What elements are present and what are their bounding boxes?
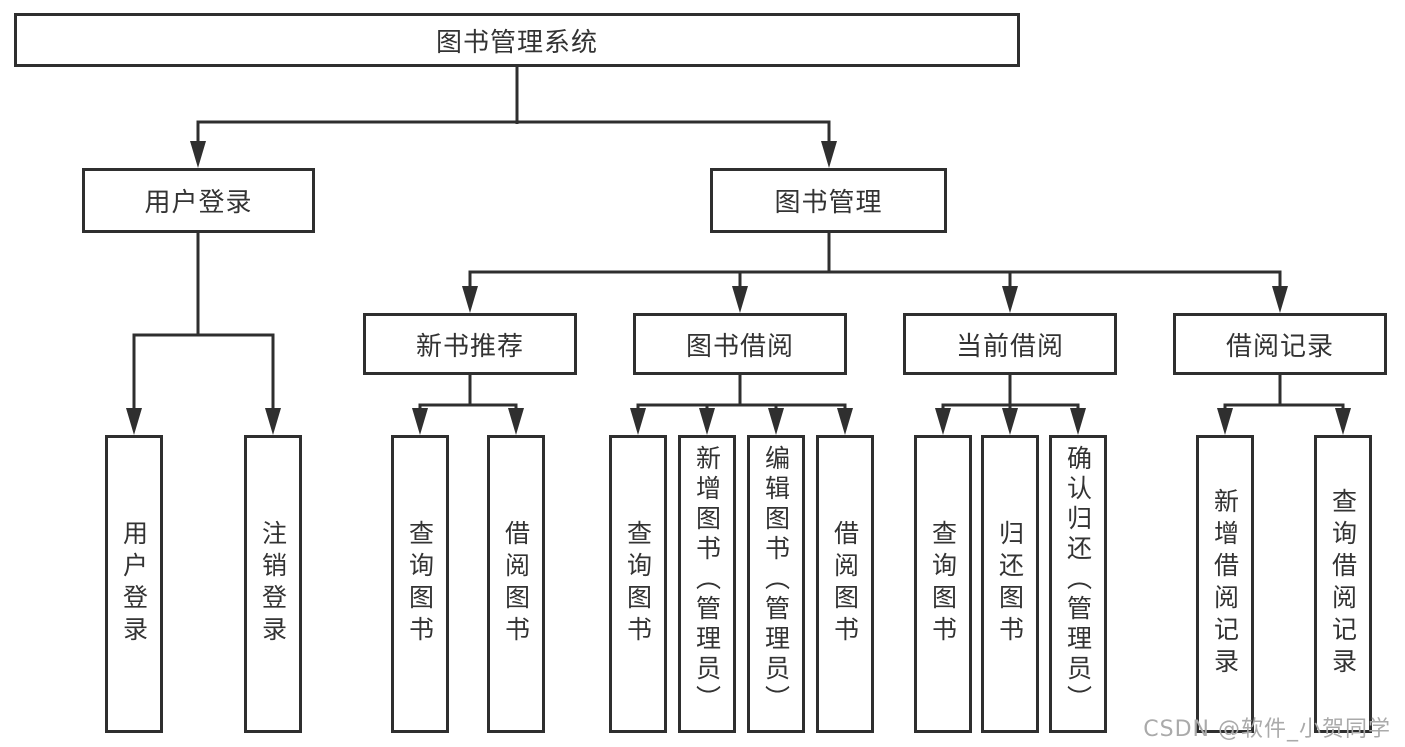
leaf-query-borrow-record: 查询借阅记录 (1314, 435, 1372, 733)
node-book-borrowing: 图书借阅 (633, 313, 847, 375)
node-label: 新书推荐 (415, 331, 524, 362)
node-new-book-recommend: 新书推荐 (363, 313, 577, 375)
csdn-watermark: CSDN @软件_小贺同学 (1143, 717, 1391, 742)
leaf-edit-book-admin: 编辑图书（管理员） (747, 435, 805, 733)
leaf-label: 用户登录 (119, 520, 149, 648)
leaf-label: 查询图书 (623, 520, 653, 648)
node-user-login: 用户登录 (82, 168, 315, 233)
leaf-label: 新增图书（管理员） (692, 445, 722, 715)
leaf-borrow-books-recommend: 借阅图书 (487, 435, 545, 733)
node-label: 借阅记录 (1225, 331, 1334, 362)
node-label: 图书管理系统 (435, 27, 598, 58)
node-label: 图书借阅 (685, 331, 794, 362)
node-book-management-system: 图书管理系统 (14, 13, 1020, 67)
node-label: 当前借阅 (955, 331, 1064, 362)
leaf-label: 借阅图书 (501, 520, 531, 648)
leaf-label: 查询图书 (928, 520, 958, 648)
leaf-label: 查询图书 (405, 520, 435, 648)
leaf-label: 查询借阅记录 (1328, 488, 1358, 680)
node-borrowing-records: 借阅记录 (1173, 313, 1387, 375)
arrowheads (126, 141, 1351, 435)
leaf-add-book-admin: 新增图书（管理员） (678, 435, 736, 733)
leaf-label: 编辑图书（管理员） (761, 445, 791, 715)
node-book-management: 图书管理 (710, 168, 947, 233)
leaf-query-books-current: 查询图书 (914, 435, 972, 733)
leaf-logout: 注销登录 (244, 435, 302, 733)
leaf-label: 注销登录 (258, 520, 288, 648)
leaf-query-books-recommend: 查询图书 (391, 435, 449, 733)
leaf-confirm-return-admin: 确认归还（管理员） (1049, 435, 1107, 733)
leaf-label: 新增借阅记录 (1210, 488, 1240, 680)
leaf-label: 归还图书 (995, 520, 1025, 648)
leaf-query-books-borrowing: 查询图书 (609, 435, 667, 733)
node-label: 图书管理 (774, 188, 883, 218)
leaf-borrow-books-borrowing: 借阅图书 (816, 435, 874, 733)
leaf-add-borrow-record: 新增借阅记录 (1196, 435, 1254, 733)
leaf-label: 借阅图书 (830, 520, 860, 648)
node-label: 用户登录 (144, 188, 253, 218)
leaf-label: 确认归还（管理员） (1063, 445, 1093, 715)
leaf-user-login: 用户登录 (105, 435, 163, 733)
leaf-return-books: 归还图书 (981, 435, 1039, 733)
node-current-borrowing: 当前借阅 (903, 313, 1117, 375)
